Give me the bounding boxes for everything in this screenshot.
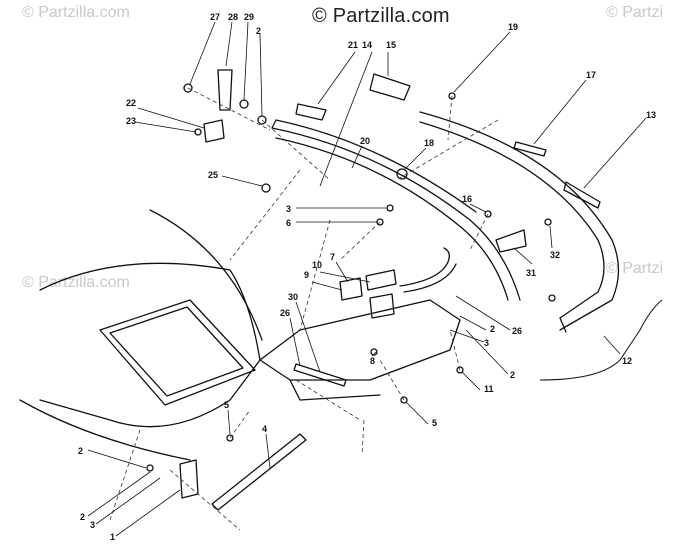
bracket-7 — [365, 269, 397, 291]
bolt-32 — [544, 218, 552, 226]
callout-32: 32 — [550, 250, 560, 260]
callout-22: 22 — [126, 98, 136, 108]
callout-17: 17 — [586, 70, 596, 80]
bracket-21 — [295, 103, 327, 121]
body-panel-edge — [289, 379, 381, 401]
nut-2-lower — [146, 464, 154, 472]
hood-curve — [149, 209, 263, 341]
watermark-mid-right: © Partzi — [606, 260, 664, 277]
body-panel — [259, 299, 461, 381]
plate-13 — [563, 181, 601, 209]
callout-8: 8 — [370, 356, 375, 366]
callout-10: 10 — [312, 260, 322, 270]
assembly-line-9 — [229, 169, 301, 261]
callout-5-right: 5 — [432, 418, 437, 428]
assembly-line-6 — [229, 409, 251, 439]
callout-27: 27 — [210, 12, 220, 22]
bolt-16 — [484, 210, 492, 218]
callout-6: 6 — [286, 218, 291, 228]
callout-12: 12 — [622, 356, 632, 366]
callout-2-right-a: 2 — [490, 324, 495, 334]
copyright-title: © Partzilla.com — [312, 5, 450, 27]
bracket-10 — [369, 293, 395, 319]
assembly-line-5 — [379, 359, 405, 401]
callout-14: 14 — [362, 40, 372, 50]
assembly-line-1 — [187, 87, 271, 131]
plate-15 — [369, 73, 411, 101]
strap-26 — [293, 363, 347, 387]
callout-13: 13 — [646, 110, 656, 120]
nut-11 — [456, 366, 464, 374]
assembly-line-13 — [361, 419, 365, 456]
callout-2-bottom: 2 — [80, 512, 85, 522]
assembly-line-12 — [295, 379, 361, 421]
assembly-line-8 — [339, 221, 381, 261]
assembly-line-14 — [109, 429, 141, 521]
screw-3 — [386, 204, 394, 212]
callout-16: 16 — [462, 194, 472, 204]
bracket-lower — [179, 459, 199, 499]
callout-21: 21 — [348, 40, 358, 50]
hook-25 — [399, 247, 450, 287]
callout-7: 7 — [330, 252, 335, 262]
callout-29: 29 — [244, 12, 254, 22]
callout-3-bottom: 3 — [90, 520, 95, 530]
callout-26: 26 — [280, 308, 290, 318]
assembly-line-11 — [399, 119, 499, 179]
callout-25: 26 — [512, 326, 522, 336]
bracket-22 — [203, 119, 225, 143]
callout-19: 19 — [508, 22, 518, 32]
knob-28 — [217, 69, 233, 111]
callout-2-top: 2 — [256, 26, 261, 36]
callout-24: 25 — [208, 170, 218, 180]
group-brace-12 — [539, 299, 663, 381]
assembly-line-3 — [447, 95, 453, 141]
callout-31: 31 — [526, 268, 536, 278]
hood-opening-inner — [109, 306, 244, 397]
hood-opening-outer — [99, 299, 256, 406]
rivet-24 — [261, 183, 271, 193]
callout-4: 4 — [262, 424, 267, 434]
nut-12 — [548, 294, 556, 302]
assembly-line-10 — [299, 219, 331, 331]
hook-25b — [403, 263, 457, 293]
screw-8 — [370, 348, 378, 356]
watermark-mid-left: © Partzilla.com — [22, 274, 130, 291]
watermark-top-right: © Partzi — [606, 4, 664, 21]
callout-9: 9 — [304, 270, 309, 280]
callout-3-mid: 3 — [286, 204, 291, 214]
bolt-27 — [183, 83, 193, 93]
bumper-rail-top — [271, 119, 477, 213]
callout-30: 30 — [288, 292, 298, 302]
callout-11: 11 — [484, 384, 494, 394]
washer-29 — [239, 99, 249, 109]
callout-3-right: 3 — [484, 338, 489, 348]
rear-bumper-outer — [419, 111, 620, 331]
callout-5-left: 5 — [224, 400, 229, 410]
callout-18: 18 — [424, 138, 434, 148]
rear-bumper-inner — [419, 121, 605, 319]
callout-2-left: 2 — [78, 446, 83, 456]
bumper-rail-outer — [271, 127, 521, 301]
callout-2-right-b: 2 — [510, 370, 515, 380]
bolt-5-right — [400, 396, 408, 404]
plate-17 — [513, 141, 547, 157]
assembly-line-15 — [169, 469, 241, 531]
callout-23: 23 — [126, 116, 136, 126]
bumper-rail-inner — [275, 137, 509, 301]
callout-1: 1 — [110, 532, 115, 542]
callout-15: 15 — [386, 40, 396, 50]
hood-lower — [19, 399, 191, 461]
callout-20: 20 — [360, 136, 370, 146]
callout-28: 28 — [228, 12, 238, 22]
bolt-5-left — [226, 434, 234, 442]
bracket-9 — [339, 277, 363, 301]
watermark-top-left: © Partzilla.com — [22, 4, 130, 21]
bracket-31 — [495, 229, 527, 253]
assembly-line-2 — [261, 119, 331, 181]
rear-bumper-end — [559, 317, 567, 333]
lower-bar-4 — [211, 433, 307, 511]
